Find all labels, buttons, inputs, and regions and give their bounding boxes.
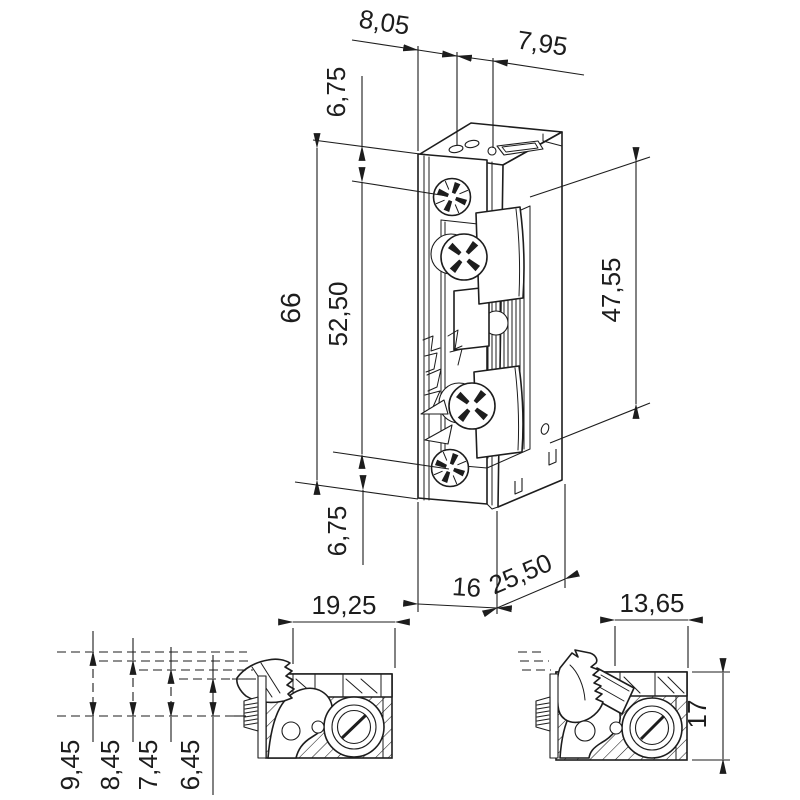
dim-screw-spacing: 52,50 [323, 167, 366, 469]
right-section-view [535, 649, 688, 761]
dim-right-height: 17 [682, 658, 730, 774]
dim-adjust-3: 7,45 [133, 647, 175, 791]
side-screw [243, 696, 259, 732]
dim-label-19-25: 19,25 [311, 590, 376, 620]
locking-roller [323, 696, 385, 758]
back-flange [542, 133, 563, 147]
dim-label-7-95: 7,95 [515, 25, 569, 62]
dim-label-9-45: 9,45 [55, 740, 85, 791]
faceplate-edge-bar [257, 675, 267, 759]
dim-label-6-75-top: 6,75 [321, 67, 351, 118]
dim-label-13-65: 13,65 [619, 588, 684, 618]
dim-label-7-45: 7,45 [133, 740, 163, 791]
dim-label-6-75-bottom: 6,75 [322, 506, 352, 557]
bottom-notches [514, 449, 557, 495]
dim-label-8-05: 8,05 [357, 4, 411, 41]
dim-label-16: 16 [451, 571, 482, 603]
latch-pivot [574, 720, 596, 742]
left-section-dimensions: 19,25 9,45 8,45 7,45 [55, 590, 551, 795]
dim-total-height: 66 [275, 133, 321, 495]
dim-label-47-55: 47,55 [596, 257, 626, 322]
right-section-dimensions: 13,65 17 [600, 588, 730, 774]
dim-bottom-offset: 6,75 [322, 475, 367, 565]
locking-roller [621, 697, 683, 759]
faceplate-edge-bar [549, 673, 559, 759]
side-hole [540, 423, 550, 435]
spring-pin [311, 720, 325, 734]
dim-adjust-4: 6,45 [175, 655, 217, 795]
dim-top-chain: 8,05 7,95 [351, 4, 585, 151]
dim-keeper-span: 47,55 [529, 147, 651, 444]
dim-adjust-1: 9,45 [55, 631, 97, 791]
dim-label-52-50: 52,50 [323, 281, 353, 346]
latch-mechanism-detail [420, 329, 463, 445]
keeper-cavity [420, 205, 531, 469]
dim-label-8-45: 8,45 [95, 740, 125, 791]
keeper-window-tab [496, 140, 544, 156]
dim-left-width: 19,25 [278, 590, 410, 668]
dim-adjust-2: 8,45 [95, 638, 137, 791]
latch-open [556, 649, 635, 742]
side-screw [535, 696, 551, 732]
dim-label-66: 66 [275, 292, 306, 323]
main-isometric-view [417, 122, 563, 510]
top-face-holes [448, 139, 497, 156]
pivot-pin [281, 721, 301, 741]
dim-right-width: 13,65 [600, 588, 703, 668]
left-section-view [236, 658, 393, 759]
spring-pin [609, 721, 623, 735]
latch-position-lines [57, 651, 551, 717]
dim-top-offset: 6,75 [321, 67, 366, 161]
keeper-flap-upper [475, 206, 525, 305]
dim-label-25-50: 25,50 [485, 547, 557, 600]
dim-label-17: 17 [682, 700, 712, 729]
dim-label-6-45: 6,45 [175, 740, 205, 791]
